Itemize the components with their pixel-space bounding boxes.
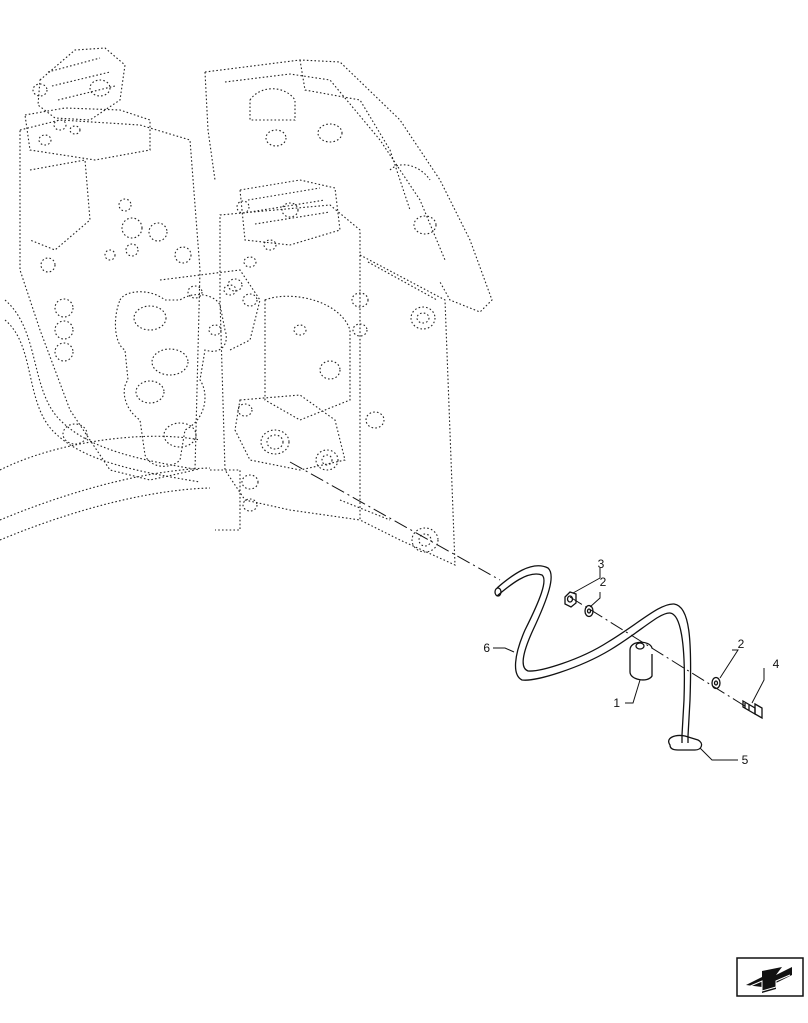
callout-6: 6 [483, 641, 490, 655]
assembly-center-line [289, 461, 501, 581]
bolt-center-line [569, 596, 749, 709]
callout-5: 5 [742, 753, 749, 767]
washer-upper [584, 604, 594, 618]
callout-2-lower: 2 [738, 637, 745, 651]
callout-4: 4 [773, 657, 780, 671]
callout-2-upper: 2 [600, 575, 607, 589]
washer-lower [711, 676, 721, 690]
hydraulic-hose [494, 565, 692, 737]
nut [564, 591, 577, 608]
callout-1: 1 [613, 696, 620, 710]
next-page-arrow-icon[interactable] [736, 957, 806, 1023]
leader-lines [493, 568, 765, 761]
hose-end-fitting [668, 734, 703, 751]
bolt [742, 699, 763, 720]
callout-3: 3 [598, 557, 605, 571]
hydraulic-valve-assembly [0, 47, 493, 566]
hose-clamp [629, 641, 653, 681]
exploded-parts-diagram: 3 2 6 2 4 1 5 [0, 47, 780, 767]
